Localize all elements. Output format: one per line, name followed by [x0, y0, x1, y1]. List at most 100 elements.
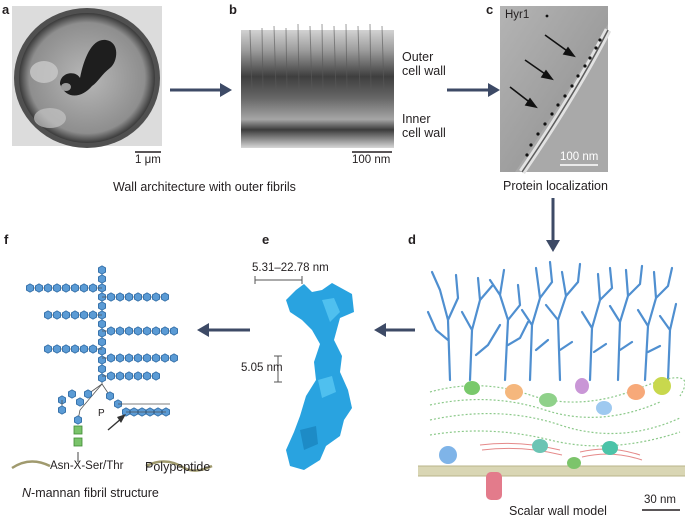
- phosphate-label: P: [98, 408, 105, 419]
- hyr1-label: Hyr1: [505, 9, 530, 21]
- panel-d-scale-text: 30 nm: [644, 494, 676, 506]
- caption-f: N-mannan fibril structure: [22, 486, 159, 500]
- mannose-residue: [107, 326, 115, 336]
- panel-a-micrograph: [12, 6, 162, 149]
- panel-f-label: f: [4, 232, 9, 247]
- glcnac-residue: [73, 437, 83, 447]
- mannose-residue: [142, 326, 152, 336]
- panel-b-scale-text: 100 nm: [352, 154, 391, 166]
- mannose-residue: [89, 344, 97, 354]
- mannose-residue: [98, 265, 106, 275]
- mannose-residue: [169, 353, 179, 363]
- panel-d-label: d: [408, 232, 416, 247]
- mannose-residue: [58, 405, 66, 415]
- mannose-residue: [116, 326, 124, 336]
- mannose-residue: [98, 346, 106, 356]
- outer-cell-wall-label: Outer cell wall: [402, 50, 446, 78]
- caption-f-rest: -mannan fibril structure: [31, 486, 159, 500]
- polypeptide-label: Polypeptide: [145, 460, 211, 474]
- arrow-e-to-f: [197, 323, 250, 337]
- panel-d-model: [418, 260, 685, 500]
- mannose-residue: [62, 310, 70, 320]
- mannose-residue: [25, 283, 34, 293]
- mannose-residue: [53, 344, 61, 354]
- mannose-residue: [133, 353, 143, 363]
- mannose-residue: [125, 371, 134, 381]
- panel-c-label: c: [486, 2, 494, 17]
- sequence-label: Asn-X-Ser/Thr: [50, 460, 124, 472]
- mannose-residue: [107, 353, 115, 363]
- mannose-residue: [160, 292, 170, 302]
- mannose-residue: [151, 353, 161, 363]
- mannose-residue: [142, 353, 152, 363]
- mannose-residue: [71, 344, 79, 354]
- dim-mid-label: 5.05 nm: [241, 362, 283, 374]
- inner-label-line1: Inner: [402, 112, 431, 126]
- arrow-c-to-d: [546, 198, 560, 252]
- mannose-residue: [76, 397, 84, 407]
- mannose-residue: [98, 274, 106, 284]
- caption-protein-localization: Protein localization: [503, 179, 608, 193]
- caption-scalar-wall-model: Scalar wall model: [509, 504, 607, 518]
- mannose-residue: [125, 326, 134, 336]
- mannose-residue: [98, 319, 106, 329]
- mannose-residue: [160, 326, 170, 336]
- panel-a-label: a: [2, 2, 10, 17]
- mannose-residue: [169, 326, 179, 336]
- arrow-d-to-e: [374, 323, 415, 337]
- panel-f-polypeptide: [11, 414, 213, 472]
- mannose-residue: [133, 326, 143, 336]
- mannose-residue: [53, 283, 61, 293]
- mannose-residue: [68, 389, 76, 399]
- panel-f-glycan: [25, 265, 179, 447]
- mannose-residue: [151, 292, 161, 302]
- mannose-residue: [98, 337, 106, 347]
- mannose-residue: [106, 391, 114, 401]
- mannose-residue: [80, 283, 88, 293]
- mannose-residue: [80, 344, 88, 354]
- panel-c-micrograph: [500, 6, 612, 174]
- panel-e-dimension-lines: [254, 276, 303, 383]
- mannose-residue: [160, 353, 170, 363]
- mannose-residue: [71, 310, 79, 320]
- dim-top-label: 5.31–22.78 nm: [252, 262, 329, 274]
- glcnac-residue: [73, 425, 83, 435]
- mannose-residue: [133, 292, 143, 302]
- mannose-residue: [62, 344, 70, 354]
- mannose-residue: [84, 389, 92, 399]
- mannose-residue: [98, 373, 106, 383]
- glycosidic-bond: [79, 383, 103, 411]
- caption-f-italic: N: [22, 486, 32, 500]
- arrow-b-to-c: [447, 83, 500, 97]
- panel-c-scale-text: 100 nm: [560, 151, 599, 163]
- mannose-residue: [142, 371, 152, 381]
- panel-e-label: e: [262, 232, 270, 247]
- mannose-residue: [107, 371, 115, 381]
- inner-cell-wall-label: Inner cell wall: [402, 112, 446, 140]
- mannose-residue: [71, 283, 79, 293]
- mannose-residue: [80, 310, 88, 320]
- mannose-residue: [116, 371, 124, 381]
- panel-b-label: b: [229, 2, 237, 17]
- panel-a-scale-text: 1 μm: [135, 154, 161, 166]
- mannose-residue: [151, 326, 161, 336]
- panel-e-density: [286, 283, 354, 470]
- mannose-residue: [116, 292, 124, 302]
- mannose-residue: [98, 328, 106, 338]
- mannose-residue: [44, 310, 52, 320]
- arrow-a-to-b: [170, 83, 232, 97]
- mannose-residue: [151, 371, 161, 381]
- mannose-residue: [125, 292, 134, 302]
- mannose-residue: [62, 283, 70, 293]
- mannose-residue: [125, 353, 134, 363]
- mannose-residue: [89, 310, 97, 320]
- mannose-residue: [74, 415, 82, 425]
- mannose-residue: [116, 353, 124, 363]
- mannose-residue: [35, 283, 43, 293]
- caption-row1: Wall architecture with outer fibrils: [113, 180, 296, 194]
- mannose-residue: [142, 292, 152, 302]
- mannose-residue: [107, 292, 115, 302]
- panel-b-micrograph: [241, 9, 394, 148]
- mannose-residue: [133, 371, 143, 381]
